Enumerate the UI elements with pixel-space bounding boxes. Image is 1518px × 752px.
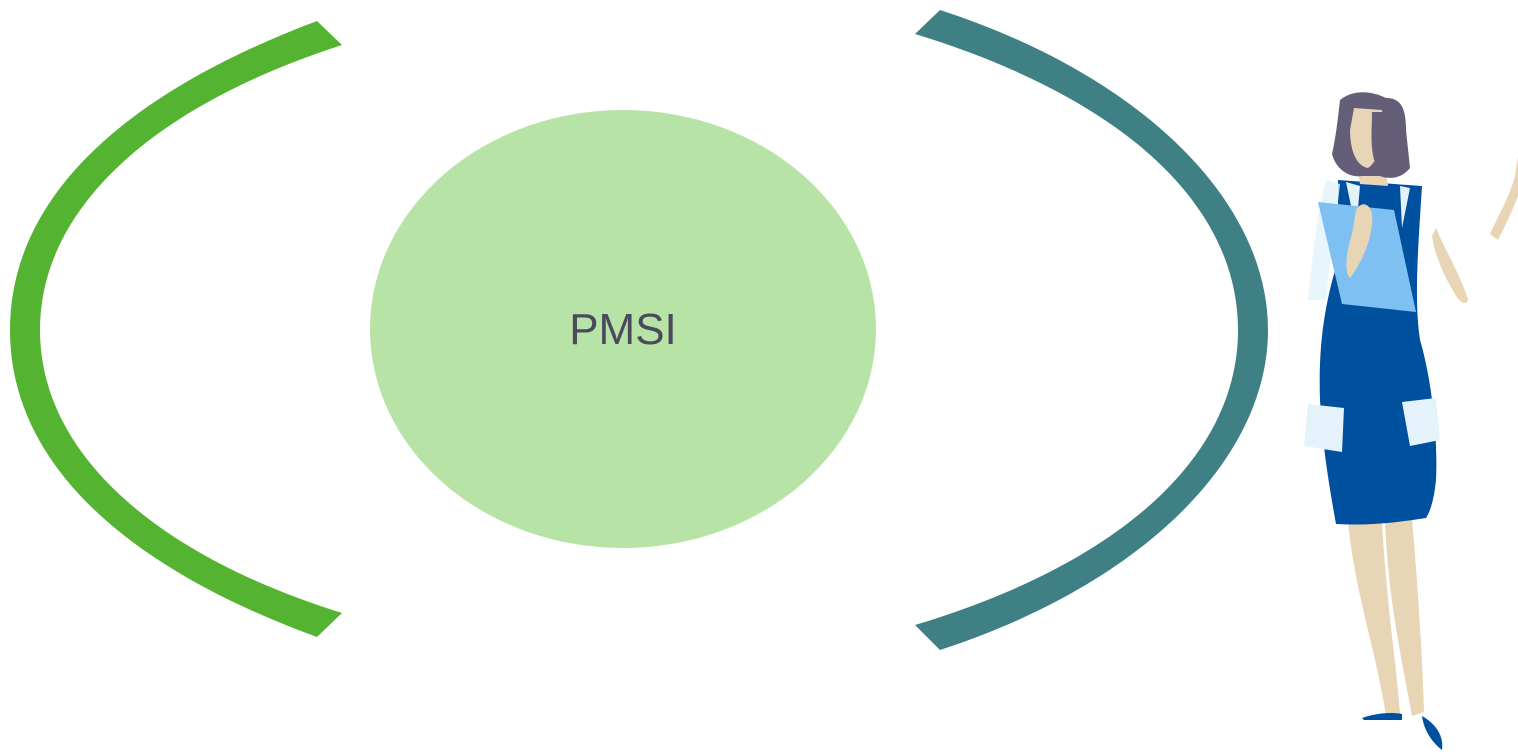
- woman-with-clipboard-icon: [1304, 92, 1518, 750]
- right-bracket-arc: [915, 10, 1268, 650]
- left-bracket-arc: [10, 21, 342, 637]
- center-node-label: PMSI: [569, 305, 677, 354]
- center-node: [370, 110, 876, 548]
